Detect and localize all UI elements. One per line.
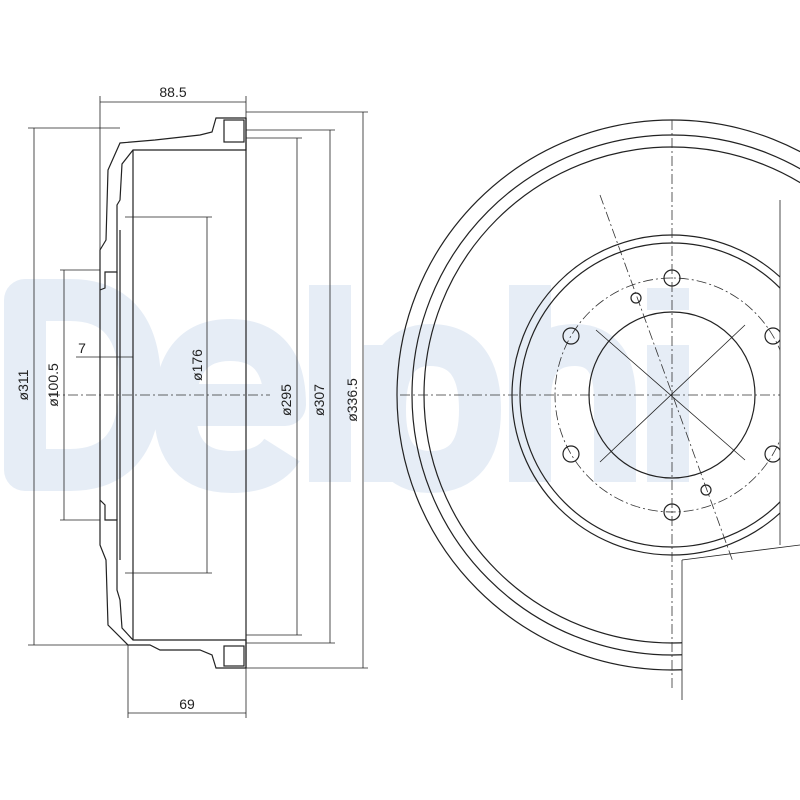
- dimension-labels: 88.5 69 7 ø311 ø100.5 ø176 ø295 ø307 ø33…: [15, 84, 360, 712]
- dimension-lines: [28, 96, 368, 718]
- dim-100-5: ø100.5: [45, 363, 61, 407]
- dim-336-5: ø336.5: [344, 378, 360, 422]
- dim-88-5: 88.5: [159, 84, 186, 100]
- front-view: [396, 119, 800, 800]
- section-view: [50, 117, 270, 669]
- dim-69: 69: [179, 696, 195, 712]
- dim-311: ø311: [15, 369, 31, 400]
- dim-295: ø295: [278, 384, 294, 416]
- dim-176: ø176: [189, 349, 205, 381]
- dim-7: 7: [78, 340, 86, 356]
- dim-307: ø307: [311, 384, 327, 416]
